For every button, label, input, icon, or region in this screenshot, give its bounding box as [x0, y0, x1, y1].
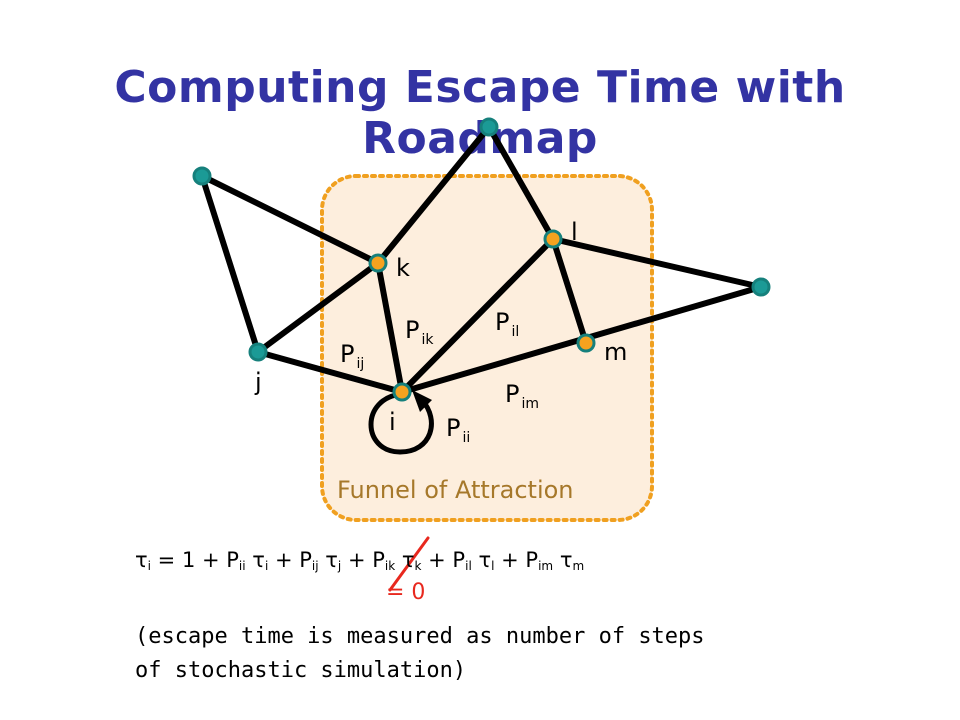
edge-top-l — [486, 124, 556, 242]
escape-time-note: (escape time is measured as number of st… — [135, 620, 895, 688]
edge-j-k — [255, 260, 381, 355]
edge-k-i — [375, 260, 405, 395]
edge-ttl-j — [199, 173, 261, 355]
edge-l-m — [550, 236, 589, 346]
note-line: (escape time is measured as number of st… — [135, 624, 705, 649]
self-loop-ii — [368, 391, 434, 455]
node-l — [543, 229, 563, 249]
node-top-left — [192, 166, 212, 186]
edge-l-right — [550, 236, 764, 290]
self-loop-arrowhead — [412, 390, 432, 412]
label-m: m — [604, 338, 627, 366]
edge-l-i — [399, 236, 556, 395]
node-i — [392, 382, 412, 402]
label-j: j — [254, 368, 262, 396]
note-line: of stochastic simulation) — [135, 658, 467, 683]
edge-ttl-k — [199, 173, 381, 266]
node-m — [576, 333, 596, 353]
escape-time-equation: τi = 1 + Pii τi + Pij τj + Pik τk + Pil … — [135, 548, 585, 573]
node-k — [368, 253, 388, 273]
node-right — [751, 277, 771, 297]
edge-j-i — [255, 349, 405, 395]
funnel-region — [320, 174, 654, 522]
label-k: k — [396, 254, 410, 282]
node-top — [479, 117, 499, 137]
label-i: i — [389, 408, 396, 436]
node-j — [248, 342, 268, 362]
edge-k-top — [375, 124, 492, 266]
strike-line — [388, 536, 430, 592]
node-group — [192, 117, 771, 402]
funnel-label: Funnel of Attraction — [337, 476, 574, 504]
label-l: l — [571, 218, 578, 246]
zero-annotation: = 0 — [386, 580, 426, 605]
